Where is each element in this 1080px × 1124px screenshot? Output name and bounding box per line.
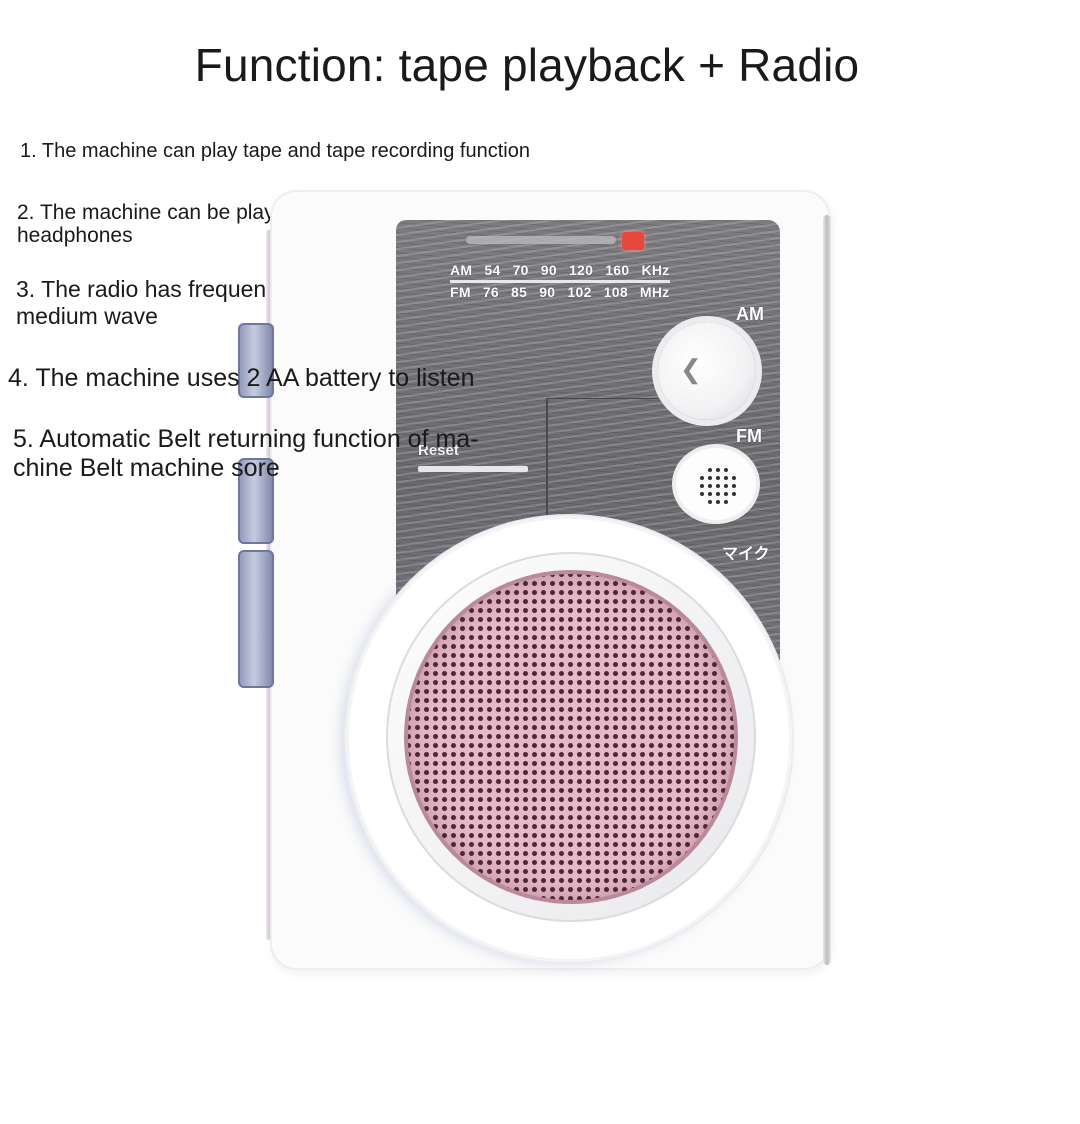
speaker-rim	[386, 552, 756, 922]
feature-4: 4. The machine uses 2 AA battery to list…	[8, 364, 475, 392]
tuning-indicator	[466, 236, 616, 244]
side-button-middle[interactable]	[238, 458, 274, 544]
tape-window-frame	[546, 398, 658, 519]
radio-cassette-player: AM 54 70 90 120 160 KHz FM 76 85 90 102 …	[230, 190, 840, 980]
speaker-grille	[404, 570, 738, 904]
dial-am-tick: 90	[540, 262, 557, 278]
feature-1: 1. The machine can play tape and tape re…	[20, 140, 530, 162]
dial-am-unit: KHz	[641, 262, 670, 278]
dial-am-label: AM	[450, 262, 473, 278]
dial-fm-label: FM	[450, 284, 471, 300]
dial-fm-tick: 76	[482, 284, 500, 300]
side-button-top[interactable]	[238, 323, 274, 398]
right-edge-trim	[823, 215, 831, 965]
microphone	[676, 448, 756, 520]
reset-slot[interactable]	[418, 466, 528, 472]
dial-fm-tick: 85	[511, 284, 528, 300]
dial-fm-row: FM 76 85 90 102 108 MHz	[450, 284, 682, 300]
dial-am-tick: 54	[484, 262, 501, 278]
side-button-bottom[interactable]	[238, 550, 274, 688]
mic-label: マイク	[722, 546, 770, 563]
band-am-label: AM	[736, 304, 764, 324]
tuning-knob[interactable]: ❮	[658, 322, 756, 420]
dial-line	[450, 280, 670, 283]
dial-fm-unit: MHz	[639, 284, 670, 300]
knob-grip-icon: ❮	[680, 354, 702, 384]
dial-am-row: AM 54 70 90 120 160 KHz	[450, 262, 682, 278]
dial-am-tick: 160	[605, 262, 630, 278]
band-fm-label: FM	[736, 426, 762, 446]
dial-fm-tick: 108	[603, 284, 628, 300]
dial-fm-tick: 102	[567, 284, 592, 300]
reset-label: Reset	[418, 442, 459, 459]
dial-fm-tick: 90	[539, 284, 556, 300]
page-title: Function: tape playback + Radio	[194, 39, 860, 91]
dial-am-tick: 70	[512, 262, 529, 278]
frequency-dial: AM 54 70 90 120 160 KHz FM 76 85 90 102 …	[450, 262, 712, 304]
microphone-grille-icon	[698, 466, 738, 506]
dial-am-tick: 120	[568, 262, 594, 278]
speaker	[346, 516, 792, 962]
power-led	[622, 232, 644, 250]
feature-5: 5. Automatic Belt returning function of …	[13, 425, 479, 482]
